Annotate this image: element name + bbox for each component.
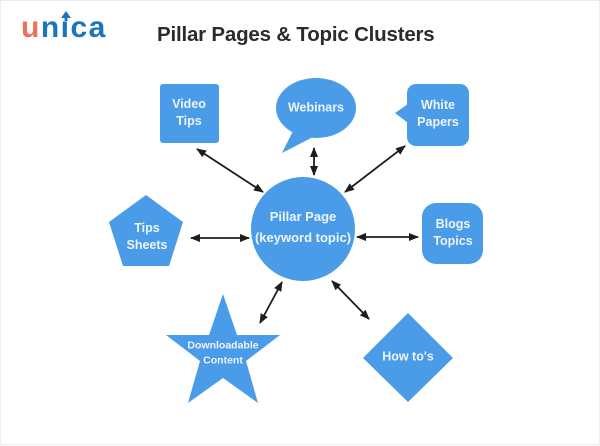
video-tips-shape [160, 84, 219, 143]
white-papers-shape [407, 84, 469, 146]
webinars-shape [276, 78, 356, 138]
logo-arrow-stem [64, 17, 68, 21]
logo-letter-u: u [21, 11, 41, 44]
arrow-center-video-tips [196, 148, 264, 193]
logo-letter-n: n [40, 11, 61, 44]
logo-letter-i: ı [60, 11, 71, 44]
arrow-group [190, 145, 419, 324]
arrow-center-downloadable-content [259, 281, 283, 324]
arrow-center-how-tos [331, 280, 370, 320]
arrow-center-white-papers [344, 145, 406, 193]
downloadable-content-shape [166, 294, 280, 403]
white-papers-bubble-tail [395, 104, 408, 123]
pillar-page-shape [251, 177, 355, 281]
how-tos-shape [363, 313, 453, 402]
blogs-topics-shape [422, 203, 483, 264]
shape-group [109, 78, 483, 403]
tips-sheets-shape [109, 195, 183, 266]
logo-arrow-dot-icon [60, 11, 71, 18]
logo-letters-ca: ca [70, 11, 107, 44]
page-title: Pillar Pages & Topic Clusters [157, 23, 435, 46]
